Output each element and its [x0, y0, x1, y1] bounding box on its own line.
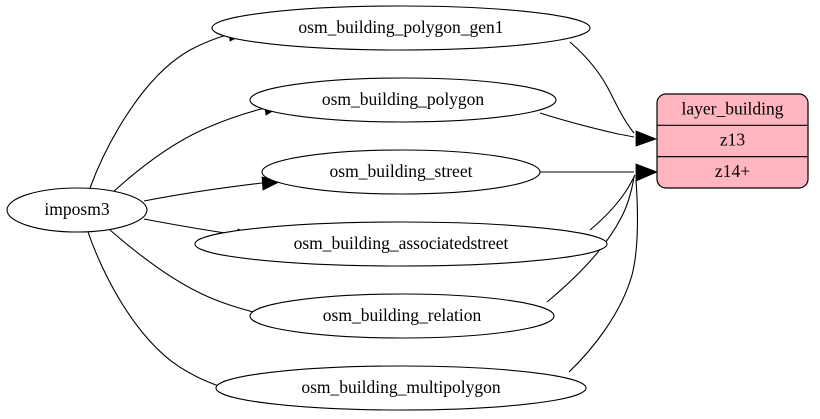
node-imposm3-shape[interactable] — [6, 187, 148, 233]
edge-multipolygon-to-z14plus — [568, 179, 639, 373]
node-osm-building-relation-shape[interactable] — [249, 293, 555, 339]
edge-imposm3-to-polygon — [111, 107, 266, 194]
arrowhead-z13-port — [635, 130, 658, 147]
arrowhead-z14plus-port — [635, 163, 659, 182]
node-layer-building[interactable]: layer_building z13 z14+ — [656, 93, 809, 189]
layer-building-z14plus-label: z14+ — [715, 161, 750, 181]
edge-imposm3-to-polygon-gen1 — [89, 33, 231, 189]
node-osm-building-polygon-shape[interactable] — [249, 77, 557, 123]
node-osm-building-polygon-gen1[interactable]: osm_building_polygon_gen1 — [211, 5, 591, 51]
node-imposm3-label: imposm3 — [44, 199, 109, 219]
node-imposm3[interactable]: imposm3 — [6, 187, 148, 233]
layer-building-z13-label: z13 — [720, 130, 746, 150]
edge-imposm3-to-relation — [109, 229, 266, 316]
node-osm-building-street-shape[interactable] — [261, 149, 541, 195]
edge-polygon-gen1-to-z13 — [569, 41, 635, 134]
node-osm-building-associatedstreet-label: osm_building_associatedstreet — [294, 233, 509, 253]
node-osm-building-polygon[interactable]: osm_building_polygon — [249, 77, 557, 123]
node-osm-building-polygon-label: osm_building_polygon — [322, 89, 485, 109]
edge-polygon-to-z13 — [539, 112, 635, 138]
node-osm-building-street-label: osm_building_street — [330, 161, 473, 181]
node-osm-building-street[interactable]: osm_building_street — [261, 149, 541, 195]
node-layer-building-body[interactable] — [656, 93, 809, 189]
node-osm-building-associatedstreet[interactable]: osm_building_associatedstreet — [194, 221, 608, 267]
node-osm-building-relation-label: osm_building_relation — [323, 305, 482, 325]
layer-building-title-label: layer_building — [681, 99, 783, 119]
node-osm-building-multipolygon-shape[interactable] — [215, 365, 587, 411]
edge-imposm3-to-street — [143, 182, 263, 202]
edge-imposm3-to-multipolygon — [87, 231, 226, 389]
edge-group-tables-to-layer — [539, 41, 659, 373]
node-osm-building-relation[interactable]: osm_building_relation — [249, 293, 555, 339]
edge-relation-to-z14plus — [546, 176, 635, 303]
node-osm-building-polygon-gen1-label: osm_building_polygon_gen1 — [298, 17, 503, 37]
node-osm-building-multipolygon-label: osm_building_multipolygon — [301, 377, 501, 397]
node-osm-building-associatedstreet-shape[interactable] — [194, 221, 608, 267]
node-osm-building-polygon-gen1-shape[interactable] — [211, 5, 591, 51]
edge-associatedstreet-to-z14plus — [589, 174, 636, 231]
node-osm-building-multipolygon[interactable]: osm_building_multipolygon — [215, 365, 587, 411]
